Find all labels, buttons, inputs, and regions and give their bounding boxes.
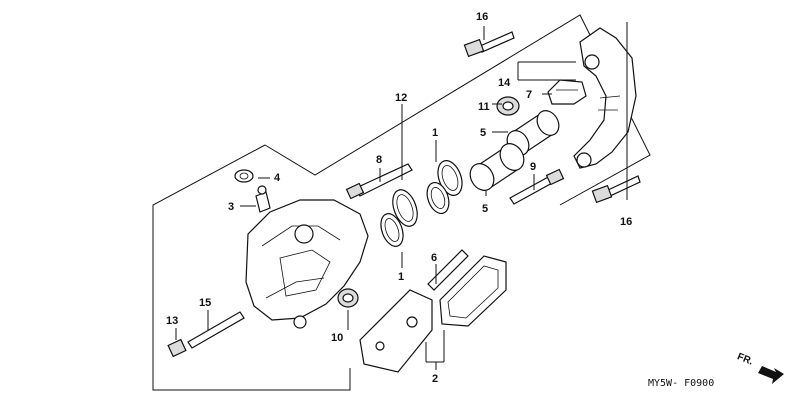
seal-ring-lower-outer (392, 189, 418, 227)
drawing-code: MY5W- F0900 (648, 378, 715, 389)
pad-spring (547, 79, 587, 105)
callout-16-top: 16 (476, 11, 488, 23)
callout-3: 3 (228, 201, 234, 213)
seal-ring-upper-inner (426, 181, 450, 215)
callout-12: 12 (395, 92, 407, 104)
group-outline (152, 144, 351, 391)
caliper-body (245, 199, 369, 329)
front-direction-arrow-icon (758, 366, 784, 384)
brake-pad-rear (439, 255, 507, 327)
callout-10: 10 (331, 332, 343, 344)
bolt-16-bottom (591, 175, 641, 204)
boot-11 (496, 96, 520, 116)
callout-9: 9 (530, 161, 536, 173)
caliper-bracket (573, 27, 637, 169)
callout-8: 8 (376, 154, 382, 166)
pad-shim (427, 249, 469, 291)
pad-pin (187, 311, 245, 349)
seal-ring-lower-inner (380, 213, 404, 247)
slide-pin-8 (345, 163, 413, 200)
callout-7: 7 (526, 89, 532, 101)
callout-1-upper: 1 (432, 127, 438, 139)
leader-lines (175, 22, 628, 370)
boot-10 (337, 288, 359, 308)
callout-6: 6 (431, 252, 437, 264)
pad-pin-plug (167, 338, 187, 358)
callout-5-lower: 5 (482, 203, 488, 215)
callout-14: 14 (498, 77, 511, 89)
bleeder-valve (255, 185, 271, 213)
bleeder-cap (234, 169, 254, 183)
piston-upper (506, 110, 560, 156)
seal-ring-upper-outer (437, 160, 463, 196)
callout-5-upper: 5 (480, 127, 486, 139)
callout-15: 15 (199, 297, 211, 309)
callout-2: 2 (432, 373, 438, 385)
callout-11: 11 (478, 101, 490, 113)
callout-labels: 16 16 12 14 7 11 5 1 5 8 9 4 3 1 6 10 15… (166, 11, 632, 385)
group-outline-top (264, 14, 651, 206)
brake-pad-front (359, 289, 433, 373)
callout-13: 13 (166, 315, 178, 327)
callout-4: 4 (274, 172, 281, 184)
callout-1-lower: 1 (398, 271, 404, 283)
callout-16-bottom: 16 (620, 216, 632, 228)
bolt-16-top (463, 31, 515, 58)
piston-lower (469, 143, 525, 191)
slide-pin-9 (509, 168, 565, 205)
